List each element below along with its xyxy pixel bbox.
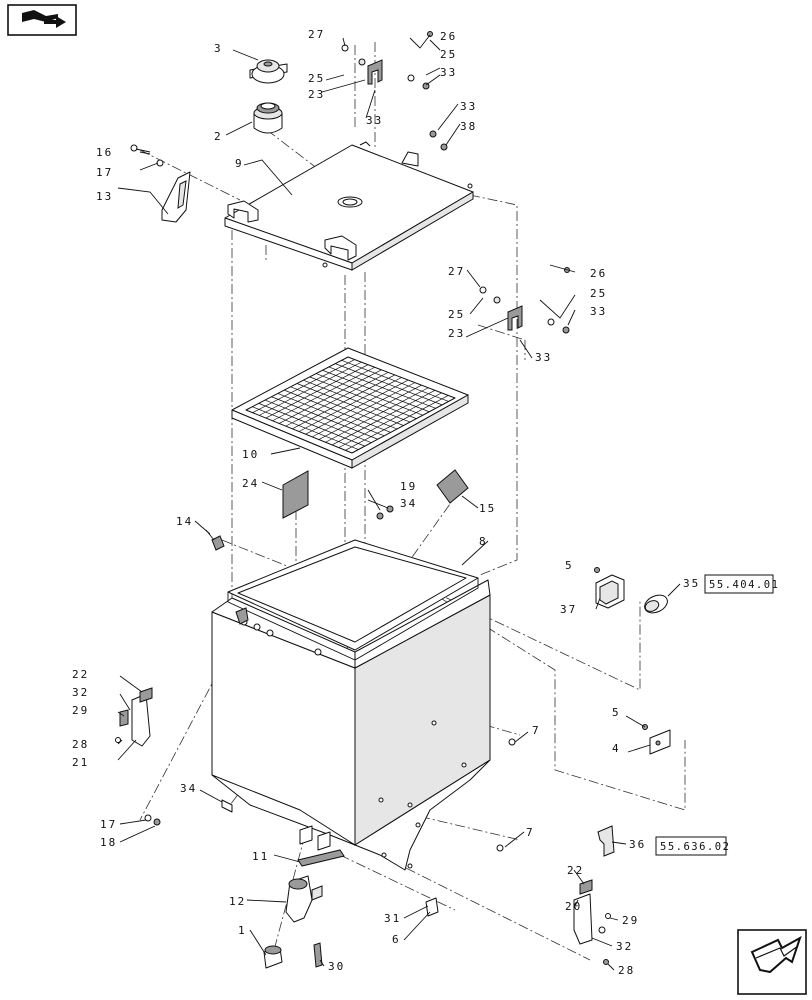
- reference-36-text: 55.636.02: [660, 841, 730, 853]
- callout-27-top: 27: [308, 28, 325, 41]
- callout-23-top: 23: [308, 88, 325, 101]
- hardware-parts-25-26-27-33-38: [341, 31, 570, 520]
- callout-14: 14: [176, 515, 193, 528]
- callout-25-top-right: 25: [440, 48, 457, 61]
- callout-33-mid-right: 33: [590, 305, 607, 318]
- callout-23-mid: 23: [448, 327, 465, 340]
- callout-30: 30: [328, 960, 345, 973]
- callout-11: 11: [252, 850, 269, 863]
- callout-9: 9: [235, 157, 244, 170]
- callout-21: 21: [72, 756, 89, 769]
- bracket-part-23-top: [367, 59, 383, 85]
- callout-35: 35: [683, 577, 700, 590]
- callout-15: 15: [479, 502, 496, 515]
- reference-35-text: 55.404.01: [709, 579, 779, 591]
- callout-18: 18: [100, 836, 117, 849]
- callout-27-mid: 27: [448, 265, 465, 278]
- callout-17-bottom: 17: [100, 818, 117, 831]
- battery-cover-part-9: [224, 141, 474, 271]
- latch-part-13: [161, 171, 191, 223]
- callout-labels: 3 2 9 16 17 13 27 25 23 33 26 25 33 33 3…: [72, 28, 700, 977]
- callout-37: 37: [560, 603, 577, 616]
- decal-part-15: [436, 469, 469, 504]
- reference-link-35[interactable]: 55.404.01: [704, 574, 779, 594]
- bolt-part-34-bottom: [221, 799, 233, 813]
- callout-8: 8: [479, 535, 488, 548]
- callout-33-top-stem: 33: [366, 114, 383, 127]
- reference-link-36[interactable]: 55.636.02: [655, 836, 730, 856]
- callout-12: 12: [229, 895, 246, 908]
- callout-3: 3: [214, 42, 223, 55]
- callout-25-mid-right: 25: [590, 287, 607, 300]
- callout-38: 38: [460, 120, 477, 133]
- mount-part-11: [297, 849, 345, 867]
- clip-part-36: [597, 825, 615, 857]
- bolt-part-30: [313, 942, 323, 968]
- callout-26-mid: 26: [590, 267, 607, 280]
- plug-part-35: [644, 594, 668, 614]
- callout-29-right: 29: [622, 914, 639, 927]
- bracket-part-20: [573, 893, 606, 945]
- callout-25-mid-left: 25: [448, 308, 465, 321]
- next-page-arrow-icon[interactable]: [737, 929, 807, 995]
- callout-33-mid-stem: 33: [535, 351, 552, 364]
- breather-cap-part-3: [249, 59, 288, 84]
- battery-box-part-8: [211, 539, 491, 871]
- callout-34-bottom: 34: [180, 782, 197, 795]
- callout-28-right: 28: [618, 964, 635, 977]
- callout-leaders: [117, 34, 681, 971]
- callout-24: 24: [242, 477, 259, 490]
- bracket-part-21: [115, 693, 151, 747]
- callout-36: 36: [629, 838, 646, 851]
- callout-34-mid: 34: [400, 497, 417, 510]
- valve-part-12: [285, 875, 323, 923]
- callout-13: 13: [96, 190, 113, 203]
- grid-tray-part-10: [231, 347, 469, 469]
- bracket-part-22-left: [139, 687, 153, 703]
- bracket-part-4: [642, 724, 671, 755]
- callout-17-top: 17: [96, 166, 113, 179]
- callout-32-left: 32: [72, 686, 89, 699]
- callout-2: 2: [214, 130, 223, 143]
- callout-16: 16: [96, 146, 113, 159]
- callout-28-left: 28: [72, 738, 89, 751]
- callout-4: 4: [612, 742, 621, 755]
- hardware-part-28-29: [603, 913, 611, 965]
- callout-22-left: 22: [72, 668, 89, 681]
- callout-1: 1: [238, 924, 247, 937]
- book-return-icon[interactable]: [7, 4, 77, 36]
- callout-33-lid: 33: [460, 100, 477, 113]
- callout-7-mid: 7: [532, 724, 541, 737]
- grommet-part-2: [253, 102, 283, 134]
- bracket-part-22-right: [579, 879, 593, 895]
- bolt-part-7: [496, 738, 516, 852]
- callout-6: 6: [392, 933, 401, 946]
- washer-part-17-18: [144, 814, 161, 826]
- callout-5-mid: 5: [612, 706, 621, 719]
- cap-part-1: [263, 945, 283, 969]
- callout-33-top-right: 33: [440, 66, 457, 79]
- callout-26-top: 26: [440, 30, 457, 43]
- callout-29-left: 29: [72, 704, 89, 717]
- bolt-part-16: [130, 144, 151, 153]
- decal-part-24: [282, 470, 309, 519]
- callout-19: 19: [400, 480, 417, 493]
- assembly-centerlines: [139, 42, 686, 966]
- callout-32-right: 32: [616, 940, 633, 953]
- callout-22-right: 22: [567, 864, 584, 877]
- callout-31: 31: [384, 912, 401, 925]
- callout-5-top: 5: [565, 559, 574, 572]
- callout-10: 10: [242, 448, 259, 461]
- bracket-part-37: [594, 567, 625, 609]
- bracket-part-23-mid: [507, 305, 523, 331]
- callout-25-top-left: 25: [308, 72, 325, 85]
- clip-part-31-6: [425, 897, 439, 917]
- callout-20: 20: [565, 900, 582, 913]
- callout-7-bottom: 7: [526, 826, 535, 839]
